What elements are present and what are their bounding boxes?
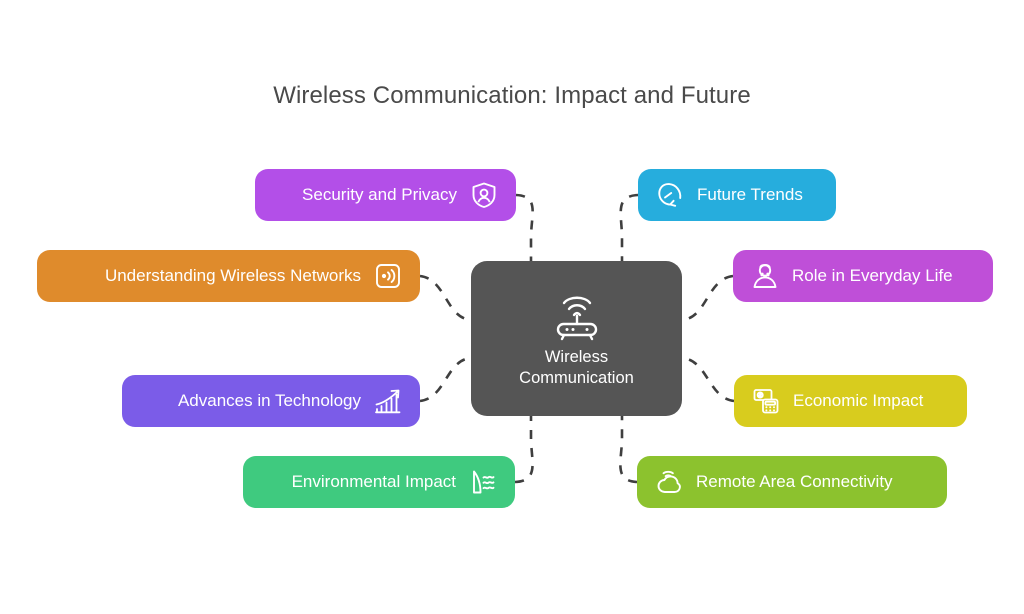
branch-node-security-and-privacy[interactable]: Security and Privacy xyxy=(255,169,516,221)
broadcast-signal-icon xyxy=(376,264,400,288)
growth-chart-icon xyxy=(375,389,401,414)
connector-advances xyxy=(419,356,472,403)
money-calculator-icon xyxy=(753,389,779,414)
person-icon xyxy=(753,264,777,288)
connector-security xyxy=(515,193,534,261)
branch-label-remote-area-connectivity: Remote Area Connectivity xyxy=(696,472,893,491)
branch-node-advances-in-technology[interactable]: Advances in Technology xyxy=(122,375,420,427)
connector-understanding xyxy=(419,274,472,322)
leaf-waves-icon xyxy=(473,470,495,494)
branch-label-future-trends: Future Trends xyxy=(697,185,803,204)
branch-node-economic-impact[interactable]: Economic Impact xyxy=(734,375,967,427)
branch-node-future-trends[interactable]: Future Trends xyxy=(638,169,836,221)
gauge-icon xyxy=(658,183,682,207)
shield-user-icon xyxy=(472,182,496,208)
branch-label-advances-in-technology: Advances in Technology xyxy=(177,391,361,410)
page-title: Wireless Communication: Impact and Futur… xyxy=(273,82,751,109)
branch-node-remote-area-connectivity[interactable]: Remote Area Connectivity xyxy=(637,456,947,508)
wifi-router-icon xyxy=(556,296,597,340)
connector-future xyxy=(619,193,639,261)
connector-remote xyxy=(619,416,638,484)
branch-label-environmental-impact: Environmental Impact xyxy=(291,472,456,491)
branch-node-understanding-wireless-networks[interactable]: Understanding Wireless Networks xyxy=(37,250,420,302)
connector-economic xyxy=(681,356,735,403)
center-node-label: Wireless Communication xyxy=(519,347,634,387)
connector-role xyxy=(681,274,734,322)
cloud-signal-icon xyxy=(657,470,681,493)
branch-label-economic-impact: Economic Impact xyxy=(793,391,924,410)
branch-label-understanding-wireless-networks: Understanding Wireless Networks xyxy=(104,266,361,285)
connector-environmental xyxy=(514,416,534,484)
branch-label-security-and-privacy: Security and Privacy xyxy=(302,185,457,204)
branch-node-role-in-everyday-life[interactable]: Role in Everyday Life xyxy=(733,250,993,302)
center-node[interactable]: Wireless Communication xyxy=(471,261,682,416)
branch-label-role-in-everyday-life: Role in Everyday Life xyxy=(792,266,953,285)
branch-node-environmental-impact[interactable]: Environmental Impact xyxy=(243,456,515,508)
